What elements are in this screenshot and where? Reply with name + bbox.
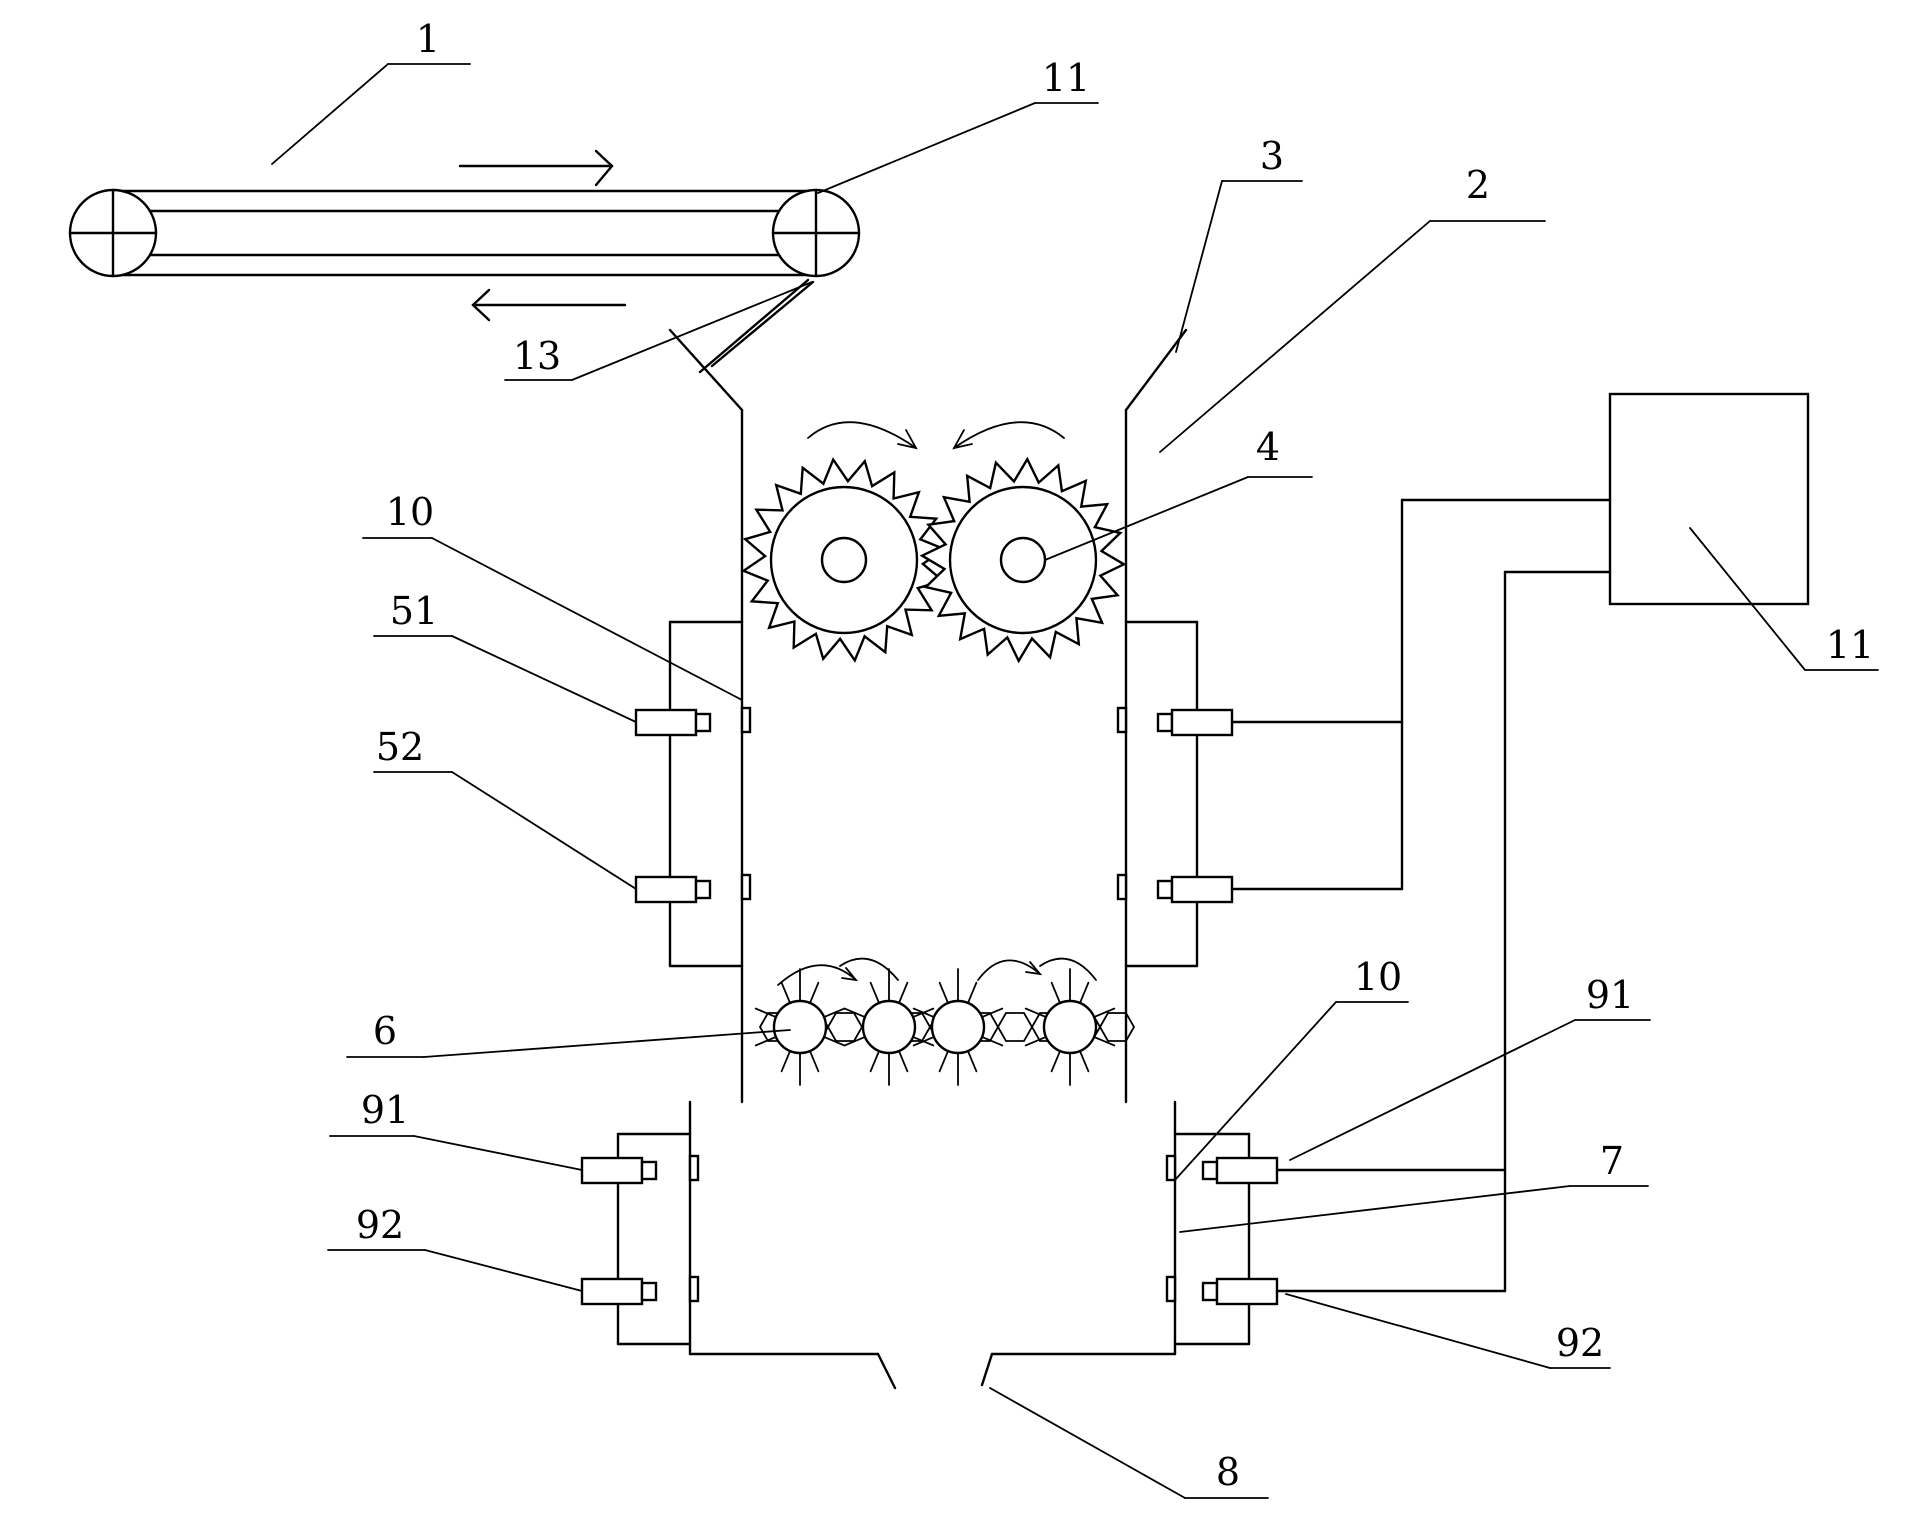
belt-conveyor [68,188,861,278]
control-wiring [1230,498,1612,1293]
belt-direction-arrow-right [458,149,614,187]
star-spike [821,1035,846,1047]
star-spike [843,1035,868,1047]
star-roller-hub [861,999,917,1055]
star-roller-rotation-arrows [777,957,1097,986]
star-spike [1050,1048,1062,1073]
label-11-controller: 11 [1826,623,1874,667]
sensor-51-left [634,706,752,737]
crushing-roller-left [741,457,947,663]
star-spike [869,1048,881,1073]
label-92-left-sensor: 92 [356,1203,404,1247]
star-spike [1091,1035,1116,1047]
label-10-lower-sensor: 10 [1354,955,1402,999]
roller-shaft [999,536,1047,584]
crushing-roller-right [919,456,1127,664]
star-spike [910,1035,935,1047]
chute [698,278,815,374]
roller-link [996,1012,1034,1042]
star-spike [979,1035,1004,1047]
label-2-housing: 2 [1466,163,1490,207]
belt-direction-arrow-left [471,288,627,322]
star-spike [843,1007,868,1019]
right-sensor-bracket [1124,620,1199,968]
star-spike [966,1048,978,1073]
star-spike [938,1048,950,1073]
label-8-outlet: 8 [1216,1450,1240,1494]
star-spike [808,981,820,1006]
sensor-91-left [580,1154,700,1185]
controller-box [1608,392,1810,606]
lower-hopper [688,1100,1177,1390]
label-10-upper-sensor: 10 [386,490,434,534]
roller-rotation-arrows [807,421,1065,450]
roller-link [826,1012,864,1042]
star-roller-hub [1042,999,1098,1055]
label-51-sensor: 51 [390,589,438,633]
roller-link [1098,1012,1136,1042]
left-sensor-bracket [668,620,744,968]
star-spike [912,1035,937,1047]
star-spike [966,981,978,1006]
star-spike [1024,1035,1049,1047]
star-spike [808,1048,820,1073]
label-91-left-sensor: 91 [361,1088,409,1132]
star-spike [897,1048,909,1073]
sensor-52-right [1116,873,1234,904]
star-spike [897,981,909,1006]
labels: 1 11 13 3 2 4 10 51 52 11 6 10 91 91 92 … [356,17,1874,1494]
star-spike [1050,981,1062,1006]
star-roller-hub [772,999,828,1055]
star-spike [938,981,950,1006]
star-roller-row [754,968,1136,1086]
sensor-92-left [580,1275,700,1306]
star-spike [1091,1007,1116,1019]
label-92-right-sensor: 92 [1556,1321,1604,1365]
label-6-star-roller: 6 [373,1009,397,1053]
leader-lines [271,63,1879,1499]
label-3-guide-plate: 3 [1260,134,1284,178]
star-spike [821,1007,846,1019]
label-11-conveyor-roller: 11 [1042,56,1090,100]
label-4-crushing-roller: 4 [1256,425,1280,469]
star-spike [1024,1007,1049,1019]
sensor-52-left [634,873,752,904]
sensor-92-right [1165,1275,1279,1306]
star-spike [910,1007,935,1019]
label-7-lower-hopper: 7 [1600,1139,1624,1183]
label-1-conveyor: 1 [416,17,440,61]
roller-shaft [820,536,868,584]
star-spike [912,1007,937,1019]
upper-housing [668,328,1188,1104]
star-roller-hub [930,999,986,1055]
label-91-right-sensor: 91 [1586,973,1634,1017]
star-spike [780,981,792,1006]
star-spike [979,1007,1004,1019]
label-13-chute: 13 [513,334,561,378]
star-spike [1078,1048,1090,1073]
star-spike [754,1007,779,1019]
star-spike [754,1035,779,1047]
star-spike [869,981,881,1006]
sensor-51-right [1116,706,1234,737]
label-52-sensor: 52 [376,725,424,769]
star-spike [1078,981,1090,1006]
star-spike [780,1048,792,1073]
